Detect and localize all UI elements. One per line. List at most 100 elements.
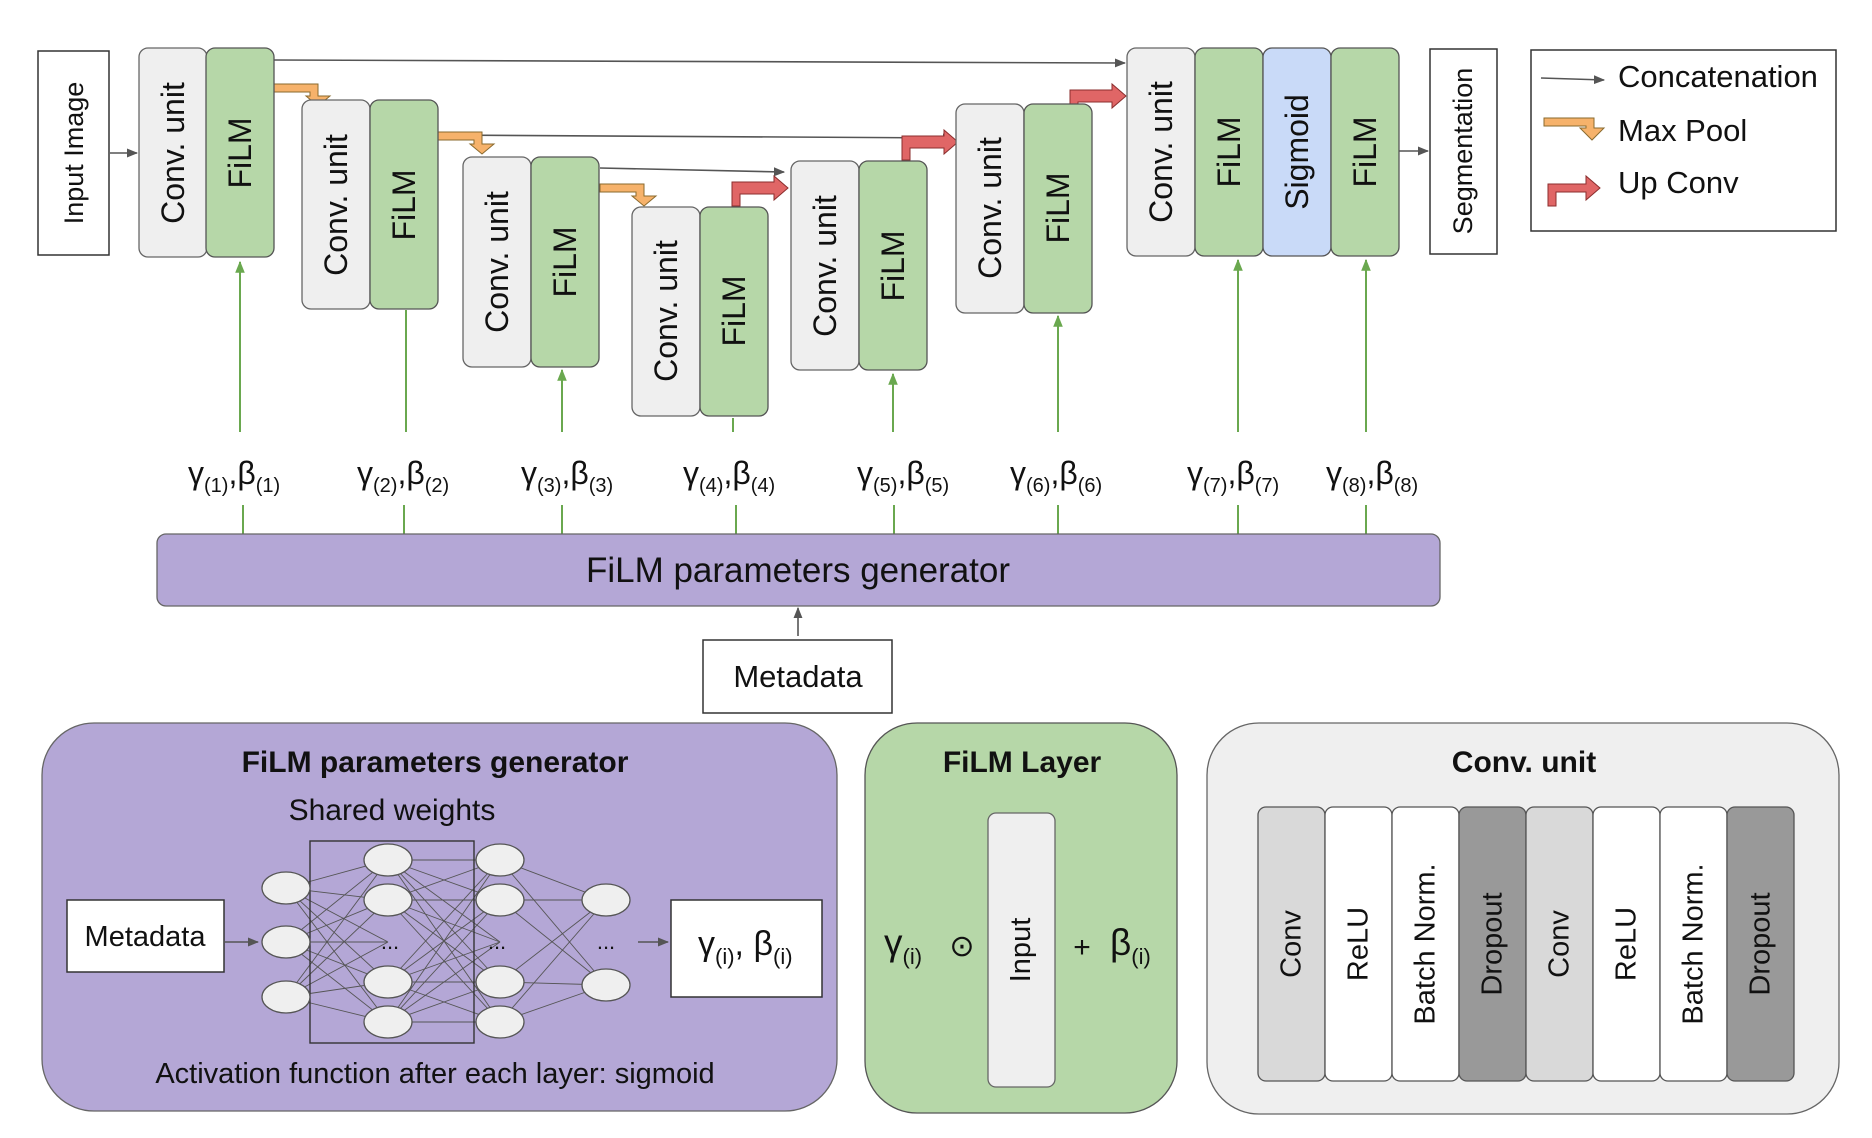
- plus-operator: +: [1073, 931, 1091, 964]
- segmentation-label: Segmentation: [1448, 68, 1478, 235]
- sigmoid-block: Sigmoid: [1262, 47, 1332, 257]
- conv-unit-label: Conv. unit: [318, 134, 354, 276]
- film-block-6: FiLM: [1023, 103, 1093, 314]
- max-pool-arrow: [599, 183, 658, 207]
- film-label: FiLM: [1040, 172, 1076, 243]
- activation-note: Activation function after each layer: si…: [155, 1058, 714, 1090]
- conv-unit-layers: Conv ReLU Batch Norm. Dropout Conv ReLU Batch …: [1257, 806, 1795, 1082]
- film-params-6: γ(6),β(6): [1010, 455, 1102, 497]
- conv-unit-2: Conv. unit: [301, 99, 371, 310]
- film-block-1: FiLM: [205, 47, 275, 258]
- film-label: FiLM: [547, 226, 583, 297]
- film-label: FiLM: [1347, 116, 1383, 187]
- conv-layer-label: Conv: [1276, 910, 1308, 978]
- legend-up-conv: Up Conv: [1618, 165, 1739, 200]
- film-label: FiLM: [875, 230, 911, 301]
- concatenation-legend-line: [1540, 75, 1606, 85]
- input-image-label: Input Image: [59, 82, 89, 225]
- conv-unit-1: Conv. unit: [138, 47, 208, 258]
- film-label: FiLM: [1211, 116, 1247, 187]
- conv-unit-panel-title: Conv. unit: [1452, 746, 1596, 779]
- conv-unit-label: Conv. unit: [648, 240, 684, 382]
- neuron: [363, 1005, 413, 1039]
- neuron: [475, 883, 525, 917]
- max-pool-legend-icon: [1543, 117, 1606, 141]
- film-params-8: γ(8),β(8): [1326, 455, 1418, 497]
- film-block-4: FiLM: [699, 206, 769, 417]
- neuron: [475, 1005, 525, 1039]
- neuron: [363, 843, 413, 877]
- conv-layer-label: Dropout: [1477, 892, 1509, 995]
- film-block-5: FiLM: [858, 160, 928, 371]
- conv-layer-label: Batch Norm.: [1410, 863, 1442, 1024]
- conv-layer-label: Conv: [1544, 910, 1576, 978]
- generator-panel: FiLM parameters generator Shared weights: [41, 722, 838, 1112]
- conv-layer-label: ReLU: [1343, 907, 1375, 981]
- parameter-lines: [235, 258, 1371, 534]
- ellipsis: ...: [488, 929, 506, 954]
- conv-unit-7: Conv. unit: [1126, 47, 1196, 257]
- neuron: [261, 980, 311, 1014]
- conv-unit-label: Conv. unit: [155, 82, 191, 224]
- generator-output-label: γ(i), β(i): [698, 925, 793, 969]
- conv-layer-label: Dropout: [1745, 892, 1777, 995]
- metadata-label: Metadata: [733, 659, 863, 694]
- legend: Concatenation Max Pool Up Conv: [1530, 49, 1837, 232]
- up-conv-arrow: [901, 128, 959, 161]
- neuron: [363, 965, 413, 999]
- concatenation-lines: [110, 58, 1430, 636]
- conv-layer-dropout: [1726, 806, 1795, 1082]
- up-conv-arrow: [1069, 82, 1127, 110]
- ellipsis: ...: [597, 929, 615, 954]
- film-params-3: γ(3),β(3): [521, 455, 613, 497]
- generator-label: FiLM parameters generator: [586, 551, 1010, 590]
- input-image-box: Input Image: [37, 50, 110, 256]
- metadata-box: Metadata: [702, 639, 893, 714]
- conv-unit-label: Conv. unit: [479, 191, 515, 333]
- film-parameters-generator-bar: FiLM parameters generator: [156, 533, 1441, 607]
- up-conv-arrow: [731, 174, 789, 207]
- max-pool-arrow: [437, 131, 496, 155]
- film-layer-title: FiLM Layer: [943, 746, 1102, 779]
- neuron: [475, 965, 525, 999]
- generator-output-box: [670, 899, 823, 998]
- up-conv-arrows: [731, 82, 1127, 207]
- conv-unit-4: Conv. unit: [631, 206, 701, 417]
- film-params-2: γ(2),β(2): [357, 455, 449, 497]
- conv-layer-label: Batch Norm.: [1678, 863, 1710, 1024]
- neuron: [261, 925, 311, 959]
- network-neurons: [261, 843, 631, 1039]
- film-layer-input-label: Input: [1005, 918, 1037, 983]
- odot-operator: ⊙: [949, 930, 974, 963]
- sigmoid-label: Sigmoid: [1279, 94, 1315, 210]
- conv-layer-label: ReLU: [1611, 907, 1643, 981]
- film-label: FiLM: [386, 169, 422, 240]
- film-params-5: γ(5),β(5): [857, 455, 949, 497]
- film-params-7: γ(7),β(7): [1187, 455, 1279, 497]
- generator-metadata-box: [66, 899, 225, 973]
- conv-unit-label: Conv. unit: [972, 137, 1008, 279]
- up-conv-legend-icon: [1547, 174, 1601, 207]
- film-label: FiLM: [222, 117, 258, 188]
- legend-max-pool: Max Pool: [1618, 113, 1747, 148]
- neuron: [581, 883, 631, 917]
- neuron: [363, 883, 413, 917]
- film-layer-input-box: [987, 812, 1056, 1088]
- film-layer-gamma: γ(i): [884, 922, 922, 969]
- neuron: [581, 968, 631, 1002]
- film-params-4: γ(4),β(4): [683, 455, 775, 497]
- conv-unit-3: Conv. unit: [462, 156, 532, 368]
- film-block-3: FiLM: [530, 156, 600, 368]
- film-block-7: FiLM: [1194, 47, 1264, 257]
- segmentation-box: Segmentation: [1429, 48, 1498, 255]
- film-layer-panel: FiLM Layer γ(i) ⊙ Input + β(i): [864, 722, 1178, 1114]
- film-parameter-labels: γ(1),β(1) γ(2),β(2) γ(3),β(3) γ(4),β(4) …: [188, 455, 1418, 497]
- film-label: FiLM: [716, 275, 752, 346]
- film-layer-beta: β(i): [1110, 922, 1151, 969]
- film-block-8: FiLM: [1330, 47, 1400, 257]
- legend-concatenation: Concatenation: [1618, 59, 1818, 94]
- conv-unit-label: Conv. unit: [807, 195, 843, 337]
- conv-unit-5: Conv. unit: [790, 160, 860, 371]
